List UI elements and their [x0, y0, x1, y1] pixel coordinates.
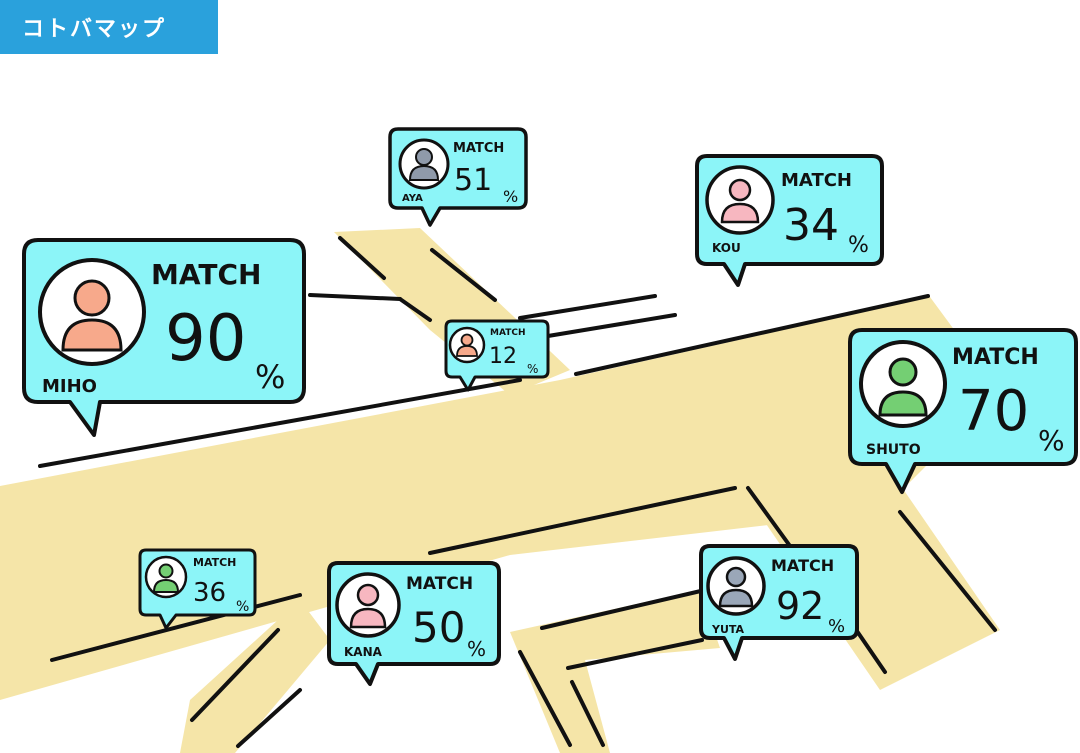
match-label: MATCH	[781, 170, 852, 191]
person-icon	[144, 555, 188, 599]
percent-sign: %	[503, 187, 518, 206]
match-label: MATCH	[406, 574, 473, 594]
user-name: SHUTO	[866, 442, 921, 458]
app-title-tag: コトバマップ	[0, 0, 218, 54]
match-label: MATCH	[193, 556, 236, 569]
percent-sign: %	[467, 637, 486, 661]
user-name: AYA	[402, 193, 423, 204]
avatar-body	[61, 318, 123, 352]
lower-branch-road-mid	[510, 590, 720, 753]
user-pin-kou[interactable]: MATCH 34 % KOU	[695, 154, 884, 287]
percent-sign: %	[255, 358, 285, 396]
match-percent: 34	[783, 200, 839, 251]
match-percent: 36	[193, 578, 226, 608]
user-name: MIHO	[42, 376, 97, 397]
percent-sign: %	[236, 599, 249, 615]
user-name: KOU	[712, 241, 741, 255]
match-label: MATCH	[490, 328, 526, 338]
user-pin-kana[interactable]: MATCH 50 % KANA	[327, 561, 501, 686]
match-percent: 50	[412, 603, 465, 652]
user-pin-shuto[interactable]: MATCH 70 % SHUTO	[848, 328, 1078, 494]
user-name: KANA	[344, 645, 383, 659]
person-icon	[706, 556, 766, 616]
user-pin-unnamed-12[interactable]: MATCH 12 %	[444, 319, 550, 392]
person-icon	[335, 572, 401, 638]
percent-sign: %	[1038, 424, 1065, 457]
person-icon	[859, 340, 947, 428]
match-percent: 70	[958, 379, 1029, 444]
lower-branch-road-left	[180, 600, 330, 753]
user-pin-aya[interactable]: MATCH 51 % AYA	[388, 127, 528, 227]
user-pin-yuta[interactable]: MATCH 92 % YUTA	[699, 544, 859, 661]
avatar-head	[73, 279, 111, 317]
percent-sign: %	[527, 362, 538, 376]
percent-sign: %	[848, 233, 869, 258]
person-icon	[705, 165, 775, 235]
match-label: MATCH	[151, 258, 261, 291]
person-icon	[398, 138, 450, 190]
lower-right-road	[740, 470, 1000, 690]
user-pin-unnamed-36[interactable]: MATCH 36 %	[138, 548, 257, 630]
user-pin-miho[interactable]: MATCH 90 % MIHO	[22, 238, 306, 437]
user-name: YUTA	[711, 623, 745, 636]
match-percent: 12	[489, 344, 517, 369]
person-icon	[448, 326, 486, 364]
road-edges	[38, 236, 997, 748]
percent-sign: %	[828, 616, 845, 637]
person-icon	[38, 258, 146, 366]
match-percent: 90	[165, 302, 246, 376]
match-label: MATCH	[952, 345, 1039, 370]
match-label: MATCH	[771, 556, 834, 575]
match-percent: 92	[776, 584, 824, 628]
match-label: MATCH	[453, 141, 504, 156]
match-percent: 51	[454, 163, 492, 198]
